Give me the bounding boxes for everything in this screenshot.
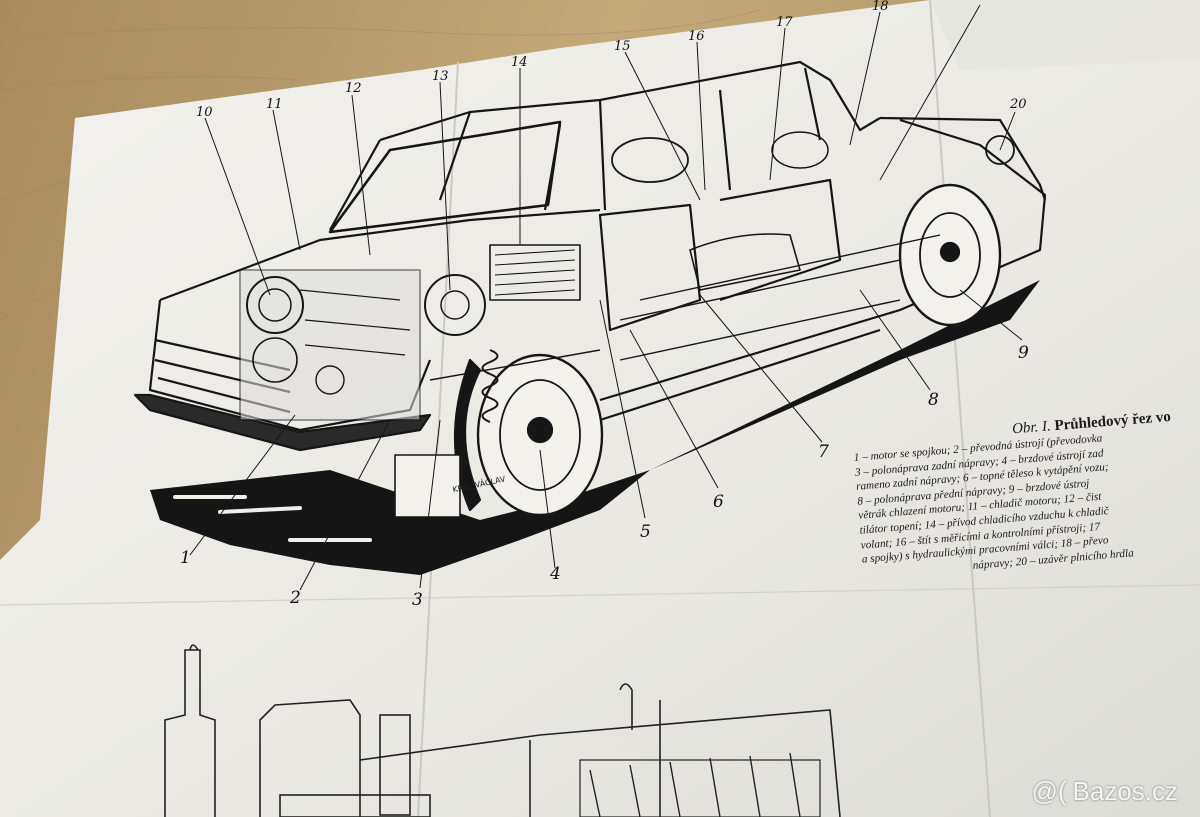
caption-label: Obr. I. bbox=[1011, 418, 1052, 438]
figure-caption: Obr. I. Průhledový řez vo 1 – motor se s… bbox=[852, 406, 1200, 582]
callout-12: 12 bbox=[345, 81, 362, 96]
wood-grain bbox=[0, 9, 761, 321]
callout-4: 4 bbox=[550, 564, 561, 584]
callout-2: 2 bbox=[290, 588, 301, 608]
paper-edge-shadow bbox=[930, 0, 1200, 70]
callout-16: 16 bbox=[688, 29, 705, 44]
callout-15: 15 bbox=[614, 39, 631, 54]
bazos-watermark: @( Bazos.cz bbox=[1031, 776, 1178, 807]
callout-7: 7 bbox=[818, 442, 829, 462]
car-ground-shadow bbox=[150, 280, 1040, 575]
callout-18: 18 bbox=[872, 0, 889, 14]
callout-17: 17 bbox=[776, 15, 793, 30]
callout-6: 6 bbox=[713, 492, 724, 512]
callout-14: 14 bbox=[511, 55, 528, 70]
callout-5: 5 bbox=[640, 522, 651, 542]
callout-9: 9 bbox=[1018, 343, 1029, 363]
watermark-text: Bazos.cz bbox=[1072, 776, 1179, 806]
callout-11: 11 bbox=[266, 97, 283, 112]
callout-leader-lines bbox=[189, 4, 1023, 591]
lower-engine-drawing bbox=[164, 644, 841, 817]
callout-13: 13 bbox=[432, 69, 449, 84]
callout-3: 3 bbox=[412, 590, 423, 610]
callout-1: 1 bbox=[180, 548, 191, 568]
bazos-logo-icon: @( bbox=[1031, 776, 1067, 806]
callout-8: 8 bbox=[928, 390, 939, 410]
callout-20: 20 bbox=[1010, 97, 1027, 112]
callout-10: 10 bbox=[196, 105, 213, 120]
